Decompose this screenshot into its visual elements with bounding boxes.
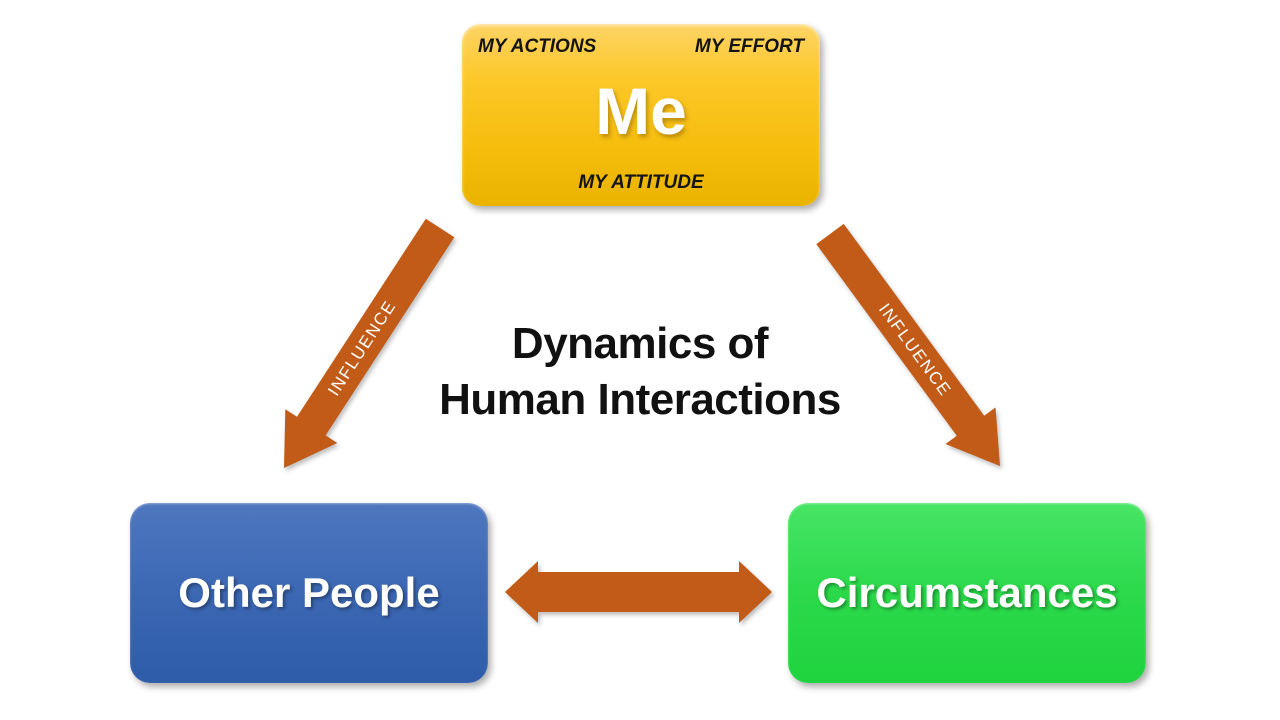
- influence-arrow-me-to-other-people: [284, 218, 455, 468]
- me-caption-actions: MY ACTIONS: [478, 36, 597, 57]
- node-other-people: Other People: [130, 503, 488, 683]
- me-label: Me: [595, 74, 687, 148]
- influence-arrow-me-to-circumstances: [816, 223, 1000, 466]
- me-caption-effort: MY EFFORT: [694, 36, 804, 57]
- other-people-label: Other People: [178, 569, 440, 616]
- node-me: MY ACTIONS MY EFFORT Me MY ATTITUDE: [462, 24, 820, 206]
- double-arrow-other-people-circumstances: [505, 561, 772, 623]
- diagram-title: Dynamics of Human Interactions: [0, 316, 1280, 429]
- me-caption-attitude: MY ATTITUDE: [578, 172, 704, 193]
- diagram-title-line-2: Human Interactions: [439, 375, 841, 425]
- diagram-title-line-1: Dynamics of: [511, 319, 769, 368]
- circumstances-label: Circumstances: [816, 569, 1118, 616]
- me-captions-top: MY ACTIONS MY EFFORT: [478, 34, 804, 58]
- node-circumstances: Circumstances: [788, 503, 1146, 683]
